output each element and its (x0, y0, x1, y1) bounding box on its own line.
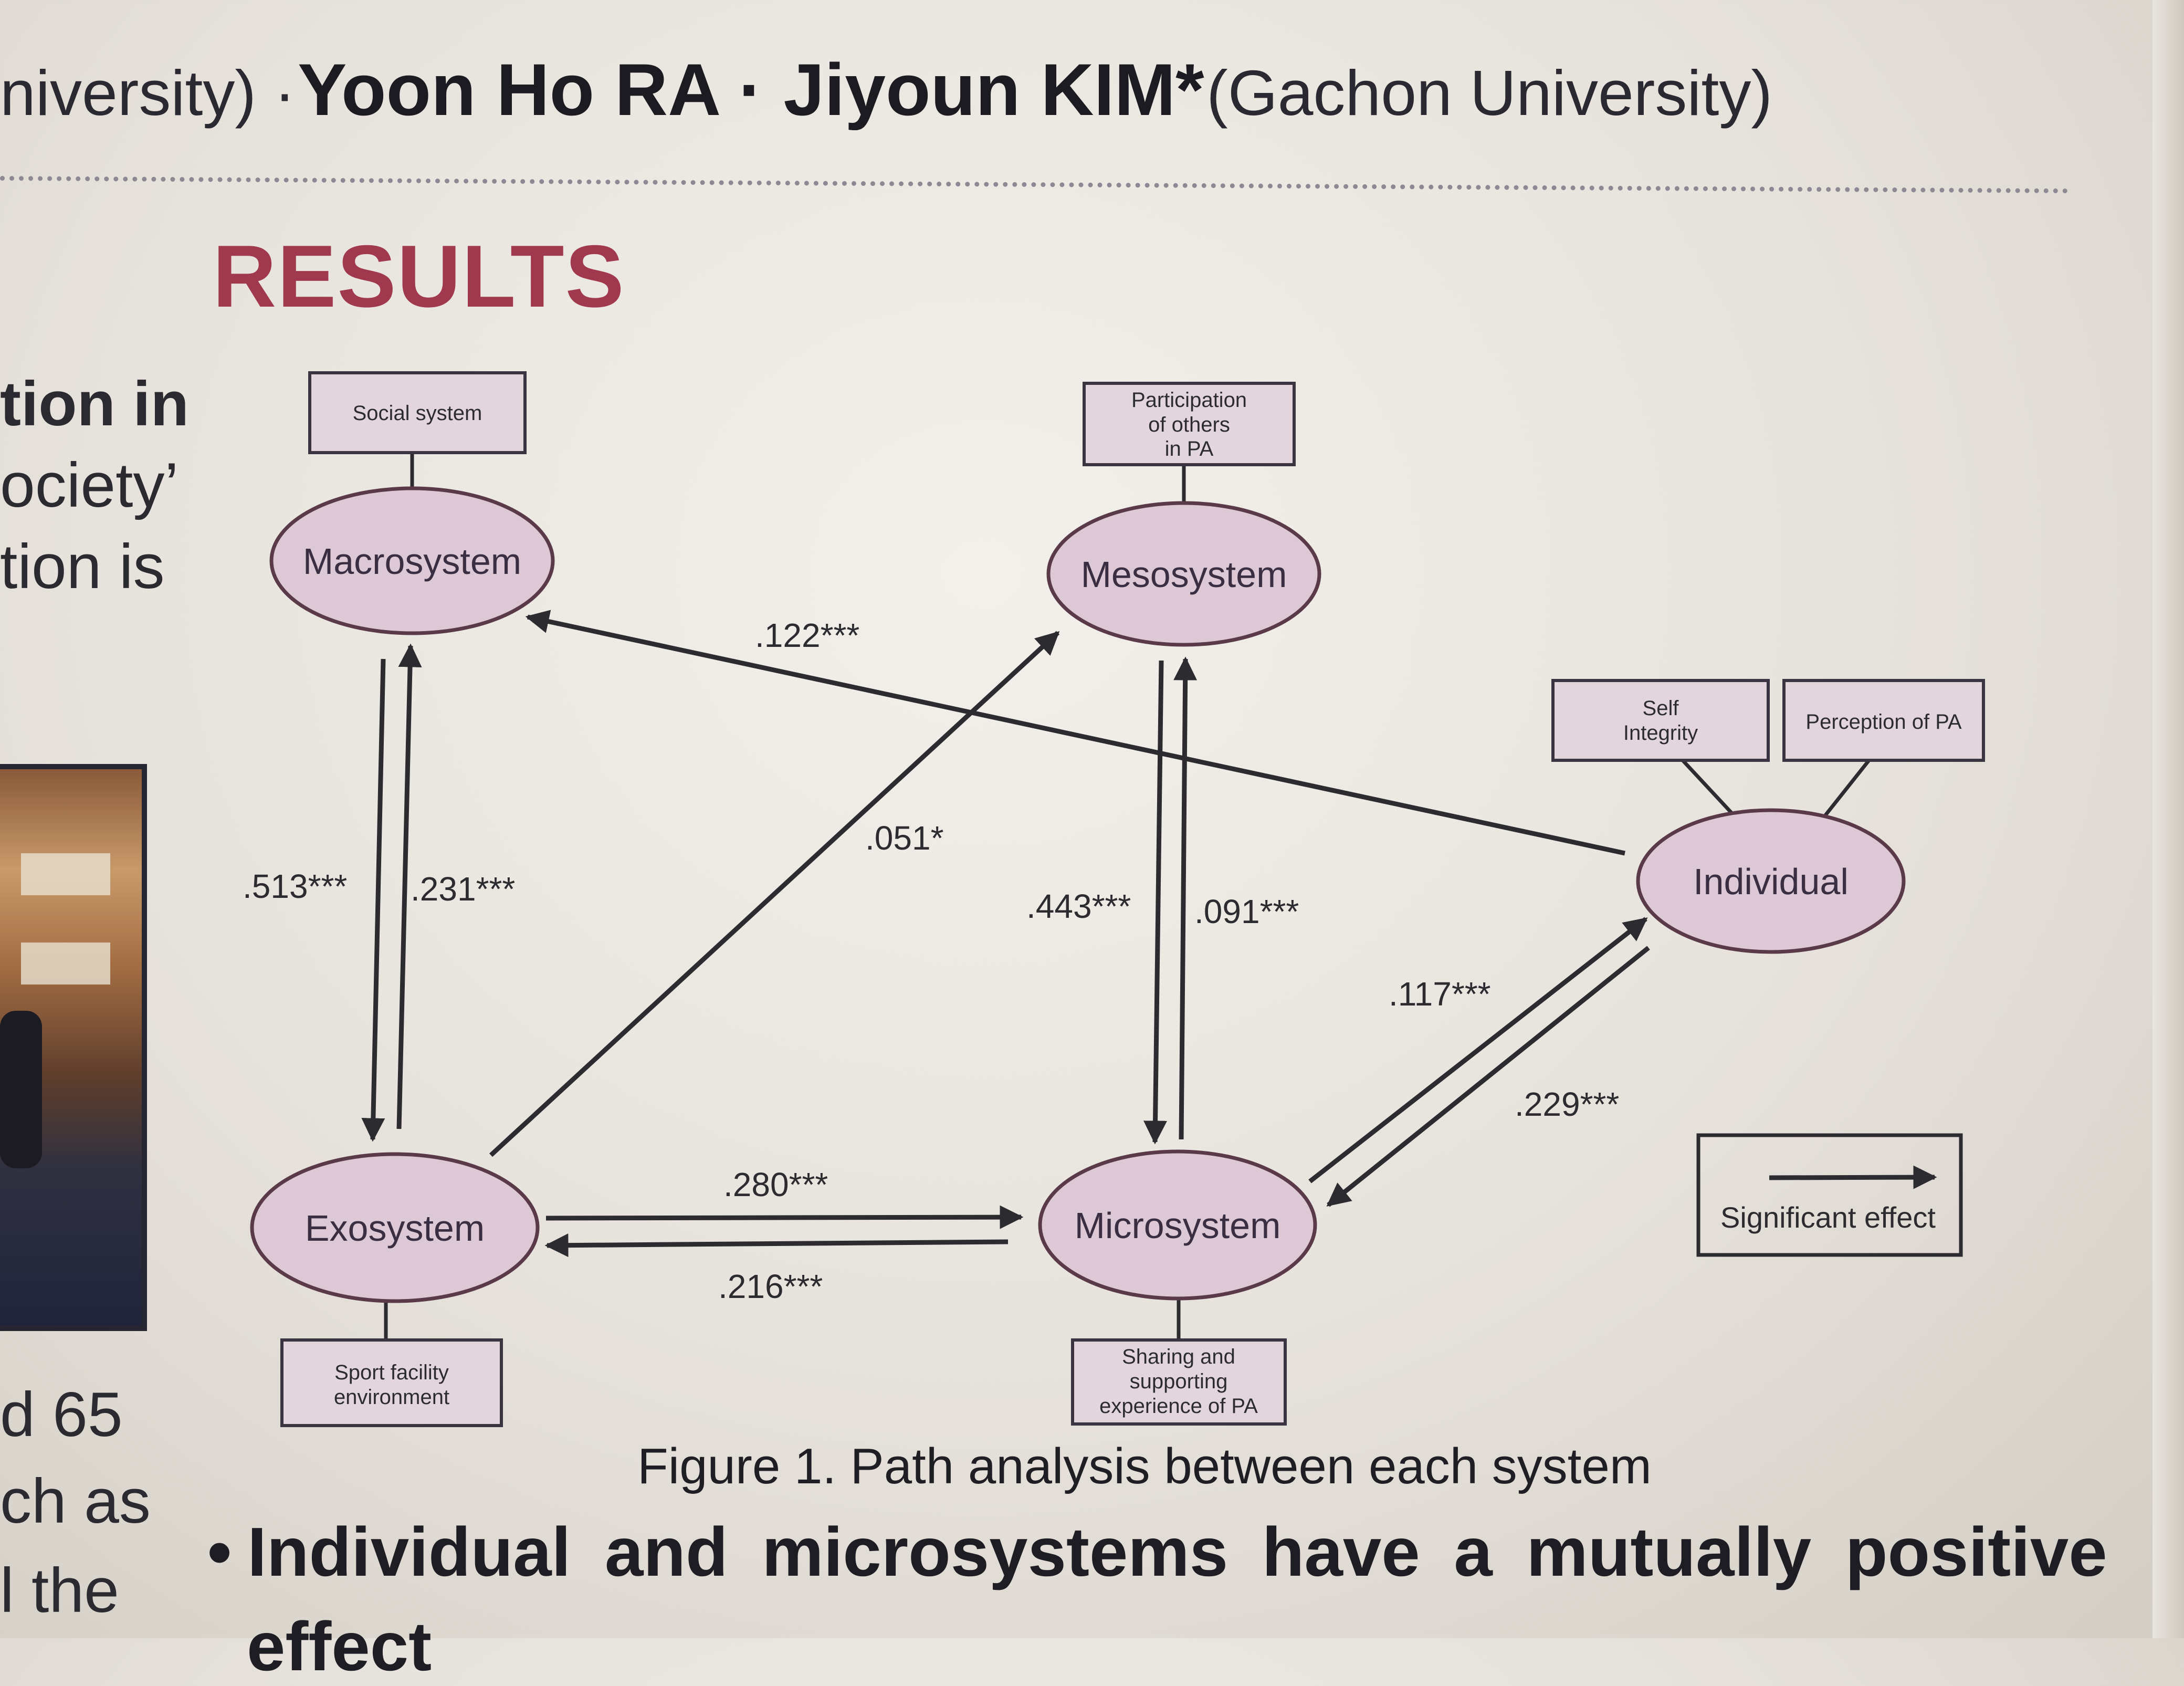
left-fragment-2: ociety’ (0, 450, 179, 520)
node-mesosystem-label: Mesosystem (1081, 554, 1287, 595)
library-photo (0, 764, 147, 1331)
indicator-sharing (1071, 1338, 1287, 1426)
indicator-self-integrity (1551, 679, 1770, 762)
coef-meso-to-micro: .443*** (1026, 887, 1131, 925)
poster-edge (2152, 0, 2184, 1638)
coef-individual-to-micro: .229*** (1515, 1085, 1619, 1123)
indicator-social-system-label: Social system (353, 402, 482, 425)
affiliation-prefix: niversity) · (0, 57, 296, 129)
coef-exo-to-macro: .231*** (411, 870, 515, 908)
indicator-sharing-line3: experience of PA (1099, 1395, 1258, 1418)
left-fragment-6: l the (0, 1555, 119, 1626)
indicator-participation (1083, 382, 1296, 466)
node-mesosystem (1046, 501, 1321, 647)
indicator-perception-label: Perception of PA (1805, 710, 1962, 734)
node-microsystem (1038, 1149, 1317, 1301)
indicator-participation-line1: Participation (1131, 389, 1247, 412)
node-microsystem-label: Microsystem (1075, 1205, 1281, 1246)
path-micro-to-exo (544, 1233, 1009, 1258)
bullet-continuation: effect (247, 1608, 432, 1685)
indicator-social-system (308, 371, 527, 454)
legend-label: Significant effect (1720, 1201, 1936, 1234)
affiliation: (Gachon University) (1206, 57, 1773, 129)
author-names: Yoon Ho RA · Jiyoun KIM* (298, 48, 1204, 131)
indicator-participation-line2: of others (1148, 413, 1230, 436)
indicator-sharing-line2: supporting (1130, 1370, 1228, 1393)
node-individual-label: Individual (1693, 861, 1849, 902)
indicator-perception (1782, 679, 1985, 762)
section-title: RESULTS (213, 227, 625, 326)
node-macrosystem-label: Macrosystem (303, 541, 521, 582)
indicator-sport-facility (280, 1338, 503, 1427)
path-exo-to-macro (396, 643, 422, 1129)
left-fragment-4: d 65 (0, 1379, 123, 1450)
path-exo-to-meso (489, 631, 1060, 1157)
indicator-participation-line3: in PA (1165, 437, 1214, 460)
path-individual-to-macro (525, 610, 1625, 856)
coef-macro-to-exo: .513*** (243, 867, 347, 905)
coef-micro-to-individual: .117*** (1389, 975, 1491, 1013)
path-meso-to-micro (1143, 660, 1168, 1145)
node-macrosystem (269, 486, 555, 635)
path-micro-to-meso (1173, 656, 1198, 1140)
indicator-sport-line1: Sport facility (334, 1361, 449, 1384)
coef-micro-to-meso: .091*** (1194, 893, 1299, 930)
path-exo-to-micro (545, 1205, 1024, 1229)
indicator-sharing-line1: Sharing and (1122, 1345, 1235, 1368)
path-macro-to-exo (361, 658, 386, 1142)
coef-exo-to-micro: .280*** (723, 1166, 828, 1203)
legend-arrow (1769, 1165, 1937, 1189)
figure-caption: Figure 1. Path analysis between each sys… (637, 1438, 1652, 1494)
left-fragment-1: tion in (0, 369, 189, 439)
legend-box (1696, 1133, 1963, 1257)
path-individual-to-micro (1326, 946, 1650, 1207)
path-micro-to-individual (1308, 917, 1648, 1184)
node-exosystem (250, 1152, 540, 1303)
node-individual (1636, 808, 1906, 954)
indicator-self-line1: Self (1643, 697, 1679, 720)
node-exosystem-label: Exosystem (305, 1208, 485, 1249)
coef-micro-to-exo: .216*** (718, 1268, 823, 1305)
bullet-point: •Individual and microsystems have a mutu… (207, 1512, 2107, 1591)
coef-individual-to-macro: .122*** (755, 616, 859, 654)
coef-exo-to-meso: .051* (865, 819, 943, 857)
left-fragment-5: ch as (0, 1466, 151, 1536)
indicator-sport-line2: environment (334, 1386, 449, 1409)
bullet-dot-icon: • (207, 1513, 232, 1590)
left-fragment-3: tion is (0, 531, 165, 602)
author-line: niversity) · Yoon Ho RA · Jiyoun KIM* (G… (0, 47, 1772, 132)
indicator-self-line2: Integrity (1623, 721, 1698, 745)
path-analysis-diagram: Social system Participation of others in… (243, 371, 1985, 1494)
bullet-text: Individual and microsystems have a mutua… (247, 1513, 2107, 1590)
